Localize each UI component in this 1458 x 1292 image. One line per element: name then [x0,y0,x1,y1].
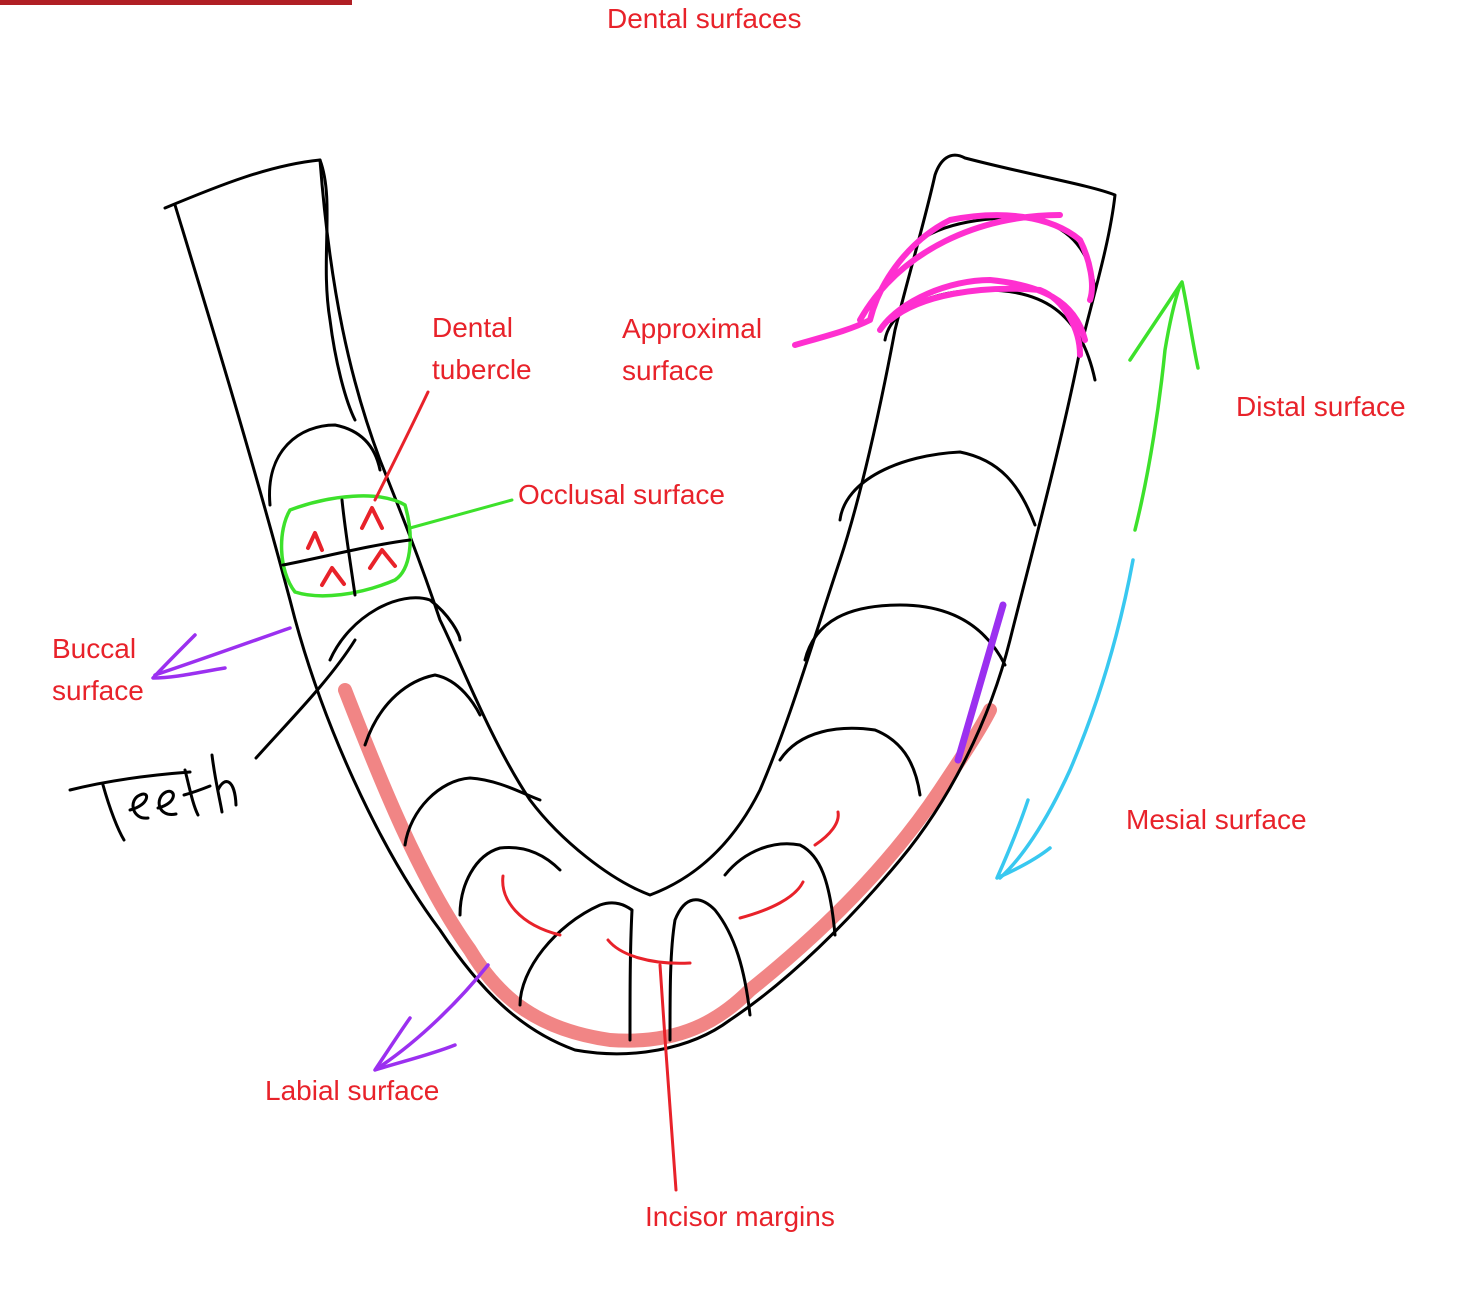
tubercle-leader-line [373,390,430,502]
approximal-surface-scribble [792,212,1095,358]
left-molar-crown [268,423,382,507]
incisor-margin-line-1 [501,874,562,937]
right-lateral-incisor [723,842,837,937]
teeth-leader-line [254,638,357,760]
buccal-surface-label: Buccal surface [52,628,144,712]
incisor-margin-band [338,683,997,1048]
left-tooth-divider-2 [363,673,482,747]
approximal-surface-label-line2: surface [622,355,714,386]
mesial-surface-label: Mesial surface [1126,804,1307,835]
incisor-margins-label: Incisor margins [645,1201,835,1232]
cusp-mark-4 [368,548,397,570]
mesial-arrow-head [995,798,1052,880]
approximal-surface-label: Approximal surface [622,308,762,392]
approximal-surface-label-line1: Approximal [622,313,763,344]
occlusal-surface-label: Occlusal surface [518,479,725,510]
right-canine [778,726,922,797]
incisor-margin-leader [658,963,678,1192]
incisor-margin-line-3 [738,880,805,920]
incisor-margin-line-2 [606,938,692,965]
right-premolar-1 [803,603,1007,667]
distal-surface-label: Distal surface [1236,391,1406,422]
cusp-mark-3 [320,566,346,587]
dental-tubercle-label-line2: tubercle [432,354,532,385]
labial-arrow-shaft [376,963,490,1070]
occlusal-leader-line [408,498,514,530]
occlusal-cross-vertical [340,498,357,597]
occlusal-surface-box [279,494,412,598]
buccal-arrow-shaft [153,626,292,677]
dental-tubercle-label-line1: Dental [432,312,513,343]
left-canine [458,845,562,917]
incisor-margin-line-4 [813,810,840,847]
left-tooth-divider-1 [328,596,462,662]
mesial-arrow-shaft [998,558,1135,880]
labial-arrow-head [373,1016,457,1072]
right-purple-mark [954,601,1007,764]
distal-arrow-head [1128,280,1200,370]
left-lateral-incisor [518,901,634,1042]
cusp-mark-2 [360,506,384,530]
diagram-title: Dental surfaces [607,3,802,34]
occlusal-cross-horizontal [281,538,412,567]
left-tooth-divider-3 [403,776,542,847]
cusp-mark-1 [306,531,324,552]
distal-arrow-shaft [1133,283,1182,532]
teeth-handwriting [68,753,238,842]
dental-tubercle-label: Dental tubercle [432,307,532,391]
top-corner-bar [0,0,352,5]
right-central-incisor [668,898,752,1042]
buccal-surface-label-line1: Buccal [52,633,137,664]
arch-left-outer-wall [173,153,1117,1056]
arch-outer-outline [163,158,357,422]
right-premolar-2 [838,450,1037,527]
buccal-arrow-head [151,633,227,680]
labial-surface-label: Labial surface [265,1075,440,1106]
buccal-surface-label-line2: surface [52,675,144,706]
